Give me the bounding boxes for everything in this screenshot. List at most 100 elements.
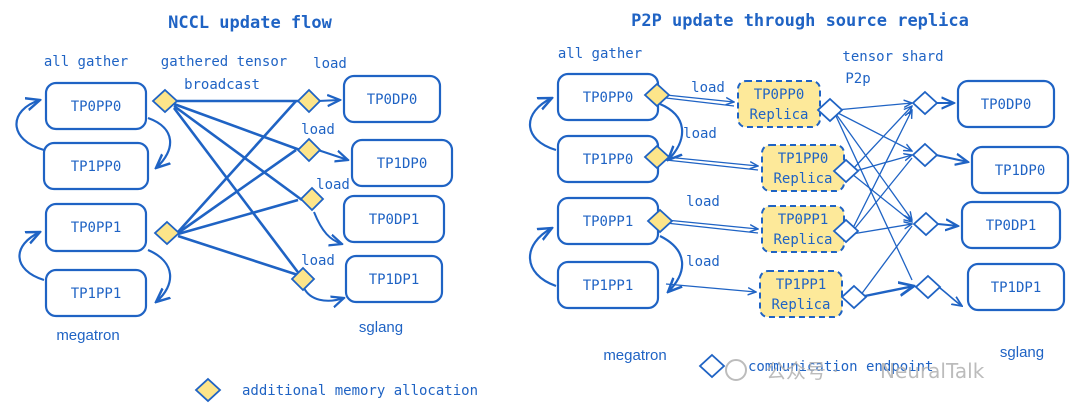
p2p-source-diamond	[643, 144, 671, 170]
nccl-load-label-4: load	[301, 253, 335, 269]
p2p-megatron-node-tp1pp0: TP1PP0	[556, 134, 660, 184]
p2p-tensor-shard-label: tensor shard	[842, 49, 943, 65]
p2p-load-edges	[665, 94, 758, 292]
p2p-sglang-endpoint-diamond	[911, 90, 939, 116]
p2p-replica-sub: Replica	[773, 171, 832, 187]
nccl-gathered-tensor-diamond	[153, 220, 181, 246]
p2p-all-gather-arrow	[659, 235, 684, 292]
p2p-replica-tp0pp1: TP0PP1 Replica	[761, 205, 845, 253]
p2p-endpoint-arrow	[939, 287, 962, 306]
nccl-load-diamond	[299, 186, 325, 212]
p2p-sglang-endpoint-diamond	[911, 142, 939, 168]
p2p-replica-endpoint-diamond	[832, 158, 860, 184]
p2p-sglang-node-label: TP0DP1	[986, 218, 1037, 234]
p2p-sglang-node-label: TP1DP0	[995, 163, 1046, 179]
legend-endpoint: communication endpoint	[698, 353, 933, 379]
p2p-replica-tp0pp0: TP0PP0 Replica	[737, 80, 821, 128]
p2p-replica-tp1pp0: TP1PP0 Replica	[761, 144, 845, 192]
nccl-sglang-label: sglang	[359, 319, 403, 336]
nccl-all-gather-arrow	[15, 100, 45, 152]
p2p-replica-sub: Replica	[749, 107, 808, 123]
nccl-megatron-node-tp0pp0: TP0PP0	[44, 81, 148, 131]
p2p-sglang-node-tp0dp1: TP0DP1	[960, 200, 1062, 250]
nccl-load-diamond	[290, 266, 316, 292]
p2p-endpoint-arrow	[937, 224, 958, 226]
p2p-megatron-node-label: TP0PP1	[583, 214, 634, 230]
p2p-title: P2P update through source replica	[631, 11, 969, 31]
p2p-replica-tp1pp1: TP1PP1 Replica	[759, 270, 843, 318]
nccl-megatron-label: megatron	[56, 327, 119, 344]
p2p-megatron-node-label: TP1PP0	[583, 152, 634, 168]
nccl-sglang-node-label: TP1DP1	[369, 272, 420, 288]
nccl-title: NCCL update flow	[168, 13, 333, 33]
p2p-sglang-node-tp1dp1: TP1DP1	[966, 262, 1066, 312]
legend-memory: additional memory allocation	[194, 377, 478, 403]
nccl-sglang-node-tp1dp1: TP1DP1	[344, 254, 444, 304]
watermark-account: NeuralTalk	[880, 359, 985, 383]
nccl-megatron-node-label: TP0PP0	[71, 99, 122, 115]
nccl-megatron-node-tp1pp1: TP1PP1	[44, 268, 148, 318]
nccl-all-gather-arrow	[18, 232, 45, 282]
p2p-replica-name: TP1PP0	[778, 151, 829, 167]
p2p-megatron-node-tp0pp1: TP0PP1	[556, 196, 660, 246]
watermark: 公众号 · NeuralTalk	[725, 359, 985, 383]
wechat-icon	[725, 359, 747, 381]
p2p-replica-name: TP0PP0	[754, 87, 805, 103]
nccl-sglang-node-tp0dp0: TP0DP0	[342, 74, 442, 124]
p2p-sglang-node-tp0dp0: TP0DP0	[956, 79, 1056, 129]
p2p-load-label-1: load	[691, 80, 725, 96]
nccl-megatron-node-tp1pp0: TP1PP0	[42, 141, 150, 191]
p2p-update-flow-panel: P2P update through source replica all ga…	[528, 11, 1070, 364]
p2p-load-label-2: load	[683, 126, 717, 142]
nccl-load-arrow	[313, 211, 342, 244]
p2p-replica-endpoint-diamond	[832, 218, 860, 244]
nccl-load-arrow	[303, 287, 344, 301]
nccl-megatron-node-label: TP1PP1	[71, 286, 122, 302]
p2p-sglang-node-label: TP0DP0	[981, 97, 1032, 113]
p2p-source-diamond	[643, 82, 671, 108]
nccl-load-arrow	[317, 100, 340, 101]
p2p-p2p-label: P2p	[845, 71, 870, 87]
nccl-gathered-tensor-label: gathered tensor	[161, 54, 287, 70]
p2p-replica-name: TP1PP1	[776, 277, 827, 293]
nccl-sglang-node-label: TP0DP0	[367, 92, 418, 108]
nccl-load-diamond	[296, 137, 322, 163]
legend-endpoint-label: communication endpoint	[748, 359, 933, 375]
nccl-sglang-node-label: TP0DP1	[369, 212, 420, 228]
p2p-all-gather-label: all gather	[558, 46, 642, 62]
p2p-transfer-edges	[835, 103, 914, 299]
nccl-all-gather-arrow	[147, 116, 172, 168]
p2p-megatron-node-label: TP1PP1	[583, 278, 634, 294]
nccl-update-flow-panel: NCCL update flow all gather gathered ten…	[15, 13, 454, 344]
nccl-load-label-3: load	[316, 177, 350, 193]
p2p-sglang-label: sglang	[1000, 344, 1044, 361]
p2p-endpoint-arrow	[935, 155, 968, 162]
p2p-replica-sub: Replica	[773, 232, 832, 248]
nccl-all-gather-label: all gather	[44, 54, 128, 70]
p2p-all-gather-arrow	[659, 102, 684, 160]
nccl-broadcast-edges	[172, 99, 303, 277]
legend-memory-label: additional memory allocation	[242, 383, 478, 399]
p2p-replica-endpoint-diamond	[840, 284, 868, 310]
p2p-all-gather-arrow	[528, 228, 557, 288]
nccl-sglang-node-tp0dp1: TP0DP1	[342, 194, 446, 244]
nccl-broadcast-label: broadcast	[184, 77, 260, 93]
p2p-sglang-endpoint-diamond	[912, 211, 940, 237]
p2p-load-label-4: load	[686, 254, 720, 270]
p2p-megatron-node-tp1pp1: TP1PP1	[556, 260, 660, 310]
nccl-gathered-tensor-diamond	[151, 88, 179, 114]
p2p-replica-sub: Replica	[771, 297, 830, 313]
nccl-megatron-node-tp0pp1: TP0PP1	[44, 202, 148, 253]
p2p-replica-endpoint-diamond	[816, 97, 844, 123]
nccl-load-label-2: load	[301, 122, 335, 138]
legend-endpoint-diamond-icon	[698, 353, 726, 379]
p2p-sglang-node-tp1dp0: TP1DP0	[970, 145, 1070, 195]
p2p-replica-name: TP0PP1	[778, 212, 829, 228]
p2p-megatron-label: megatron	[603, 347, 666, 364]
nccl-megatron-node-label: TP1PP0	[71, 159, 122, 175]
p2p-source-diamond	[646, 208, 674, 234]
nccl-sglang-node-tp1dp0: TP1DP0	[350, 138, 454, 188]
nccl-load-arrow	[317, 149, 348, 160]
p2p-sglang-endpoint-diamond	[914, 274, 942, 300]
